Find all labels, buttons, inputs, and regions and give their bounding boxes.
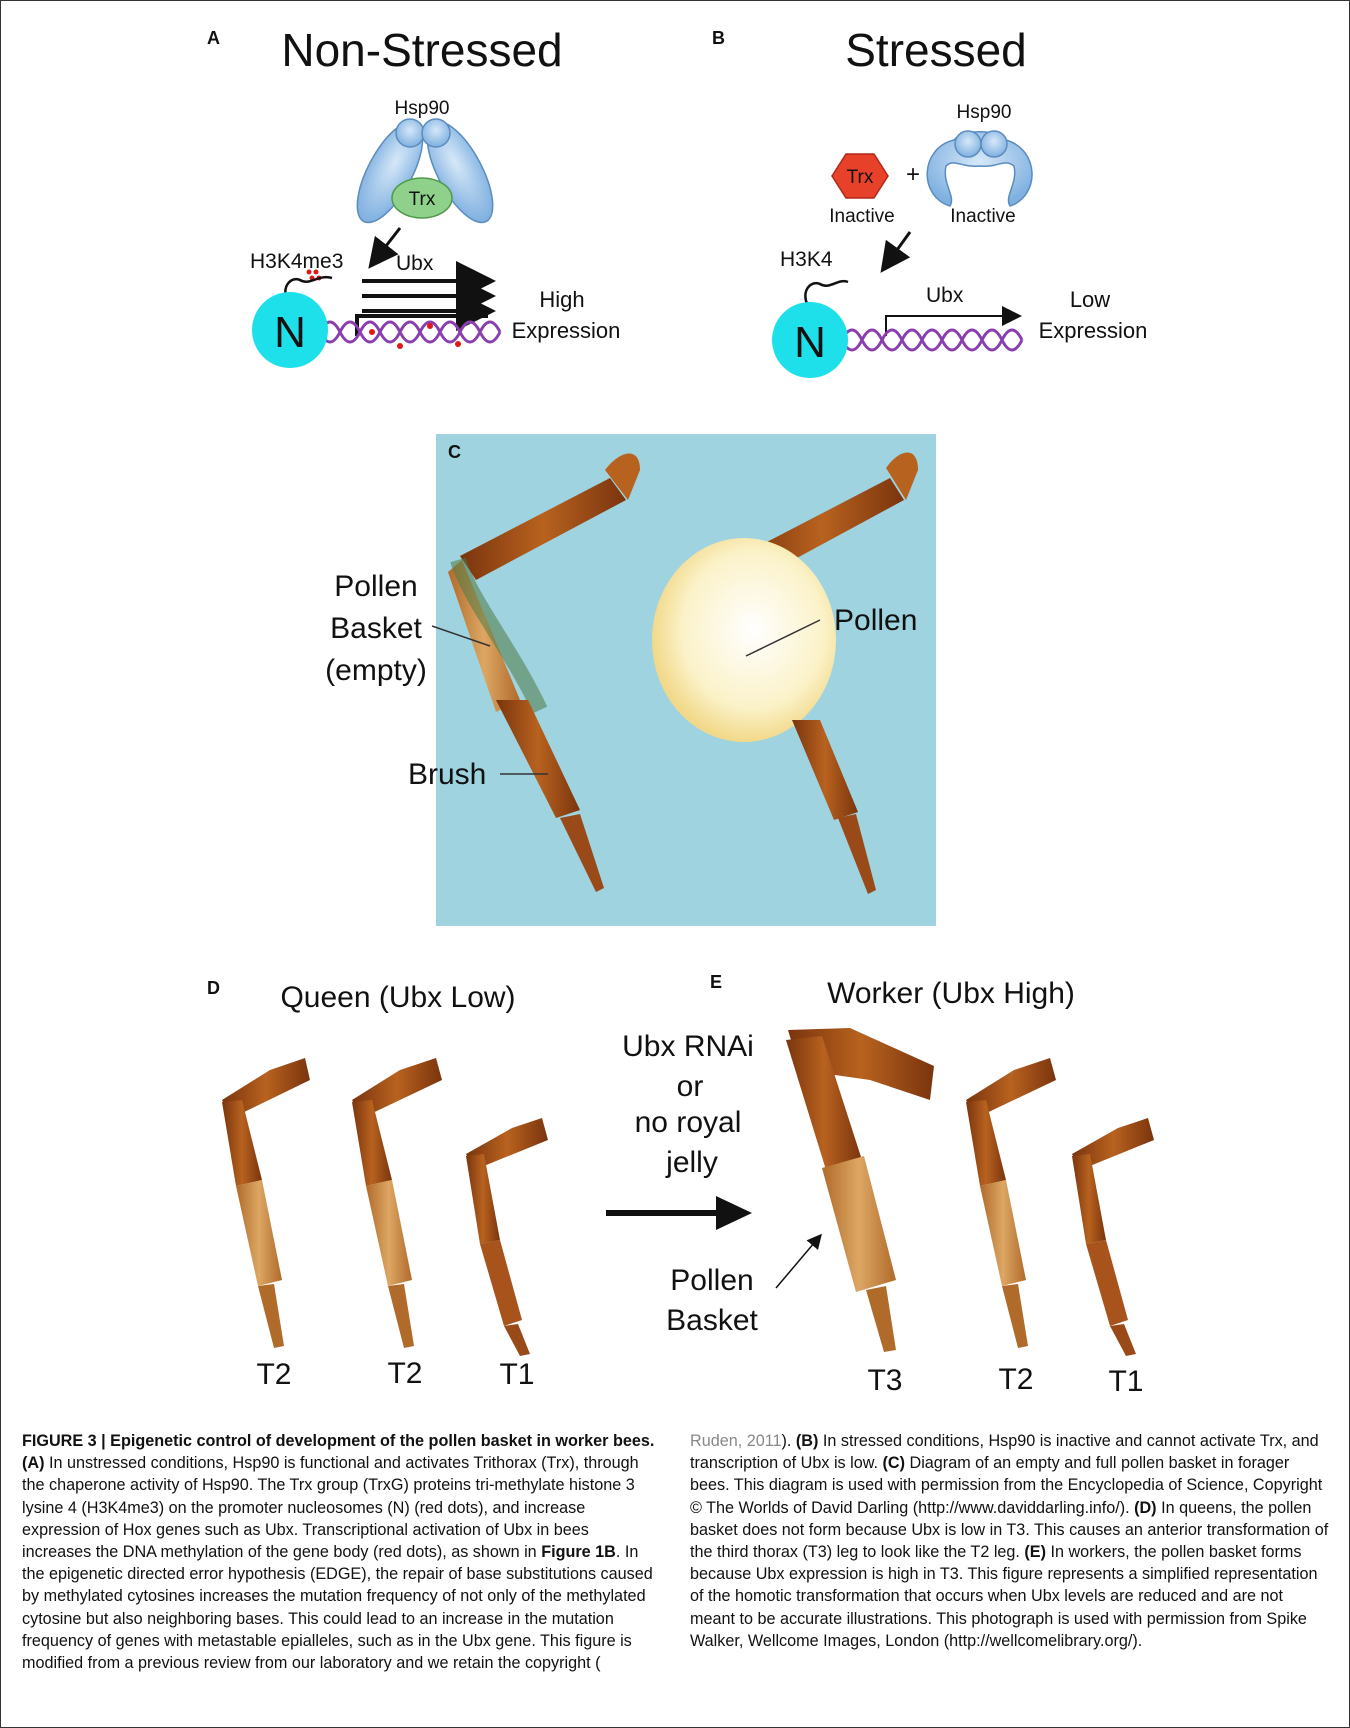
caption-c-label: (C) <box>883 1454 905 1472</box>
panel-b-expr-line1: Low <box>1070 287 1110 312</box>
basket-label-line1: Pollen <box>334 570 417 603</box>
panel-a-expr-line1: High <box>539 287 584 312</box>
panel-a-expr-line2: Expression <box>512 318 621 343</box>
queen-leg-1 <box>222 1058 310 1348</box>
caption-left-column: FIGURE 3 | Epigenetic control of develop… <box>22 1430 662 1674</box>
panel-b: B Stressed Hsp90 Trx + Inactive Inactive… <box>712 24 1147 378</box>
worker-leg-t1 <box>1072 1118 1154 1356</box>
citation-link[interactable]: Ruden, 2011 <box>690 1432 782 1450</box>
panel-b-mark-label: H3K4 <box>780 248 833 271</box>
caption-e-label: (E) <box>1024 1543 1046 1561</box>
panel-b-gene-label: Ubx <box>926 284 964 307</box>
trx-inactive-caption: Inactive <box>829 206 894 227</box>
panel-d-title: Queen (Ubx Low) <box>280 981 515 1014</box>
treatment-arrow: Ubx RNAi or no royal jelly <box>606 1030 754 1230</box>
figure-1b-link[interactable]: Figure 1B <box>541 1543 616 1561</box>
treatment-line1: Ubx RNAi <box>622 1030 754 1063</box>
treatment-line3: no royal <box>635 1106 742 1139</box>
panel-c: C Pollen Basket (empty) Brush Pollen <box>325 434 936 926</box>
trx-inactive-label: Trx <box>847 167 874 188</box>
trx-active-label: Trx <box>409 189 436 210</box>
queen-leg-3 <box>466 1118 548 1356</box>
caption-a-text3: ). <box>782 1432 796 1450</box>
panel-b-hsp90-label: Hsp90 <box>957 102 1012 123</box>
pollen-load <box>652 538 836 742</box>
caption-heading: FIGURE 3 | Epigenetic control of develop… <box>22 1432 654 1450</box>
queen-leg-2-label: T2 <box>387 1357 422 1390</box>
caption-a-text2: . In the epigenetic directed error hypot… <box>22 1543 653 1672</box>
queen-leg-1-label: T2 <box>256 1358 291 1391</box>
worker-leg-t3 <box>786 1028 934 1352</box>
worker-leg-t2 <box>966 1058 1056 1348</box>
caption-a-label: (A) <box>22 1454 44 1472</box>
panel-e-letter: E <box>710 972 722 992</box>
nucleosome-a-label: N <box>274 308 306 357</box>
caption-b-label: (B) <box>796 1432 818 1450</box>
panel-c-letter: C <box>448 442 461 462</box>
caption-right-column: Ruden, 2011). (B) In stressed conditions… <box>690 1430 1330 1652</box>
panel-d: D Queen (Ubx Low) T2 T2 T1 <box>207 978 548 1391</box>
hsp90-inactive-caption: Inactive <box>950 206 1015 227</box>
panel-e-title: Worker (Ubx High) <box>827 977 1075 1010</box>
worker-basket-line1: Pollen <box>670 1264 753 1297</box>
panel-a-mark-label: H3K4me3 <box>250 250 343 273</box>
treatment-line4: jelly <box>665 1146 718 1179</box>
brush-label: Brush <box>408 758 486 791</box>
panel-a-gene-label: Ubx <box>396 252 434 275</box>
panel-a-hsp90-label: Hsp90 <box>395 98 450 119</box>
basket-label-line3: (empty) <box>325 654 427 687</box>
panel-a: A Non-Stressed Hsp90 Trx H3K4me3 Ubx N H… <box>207 24 620 368</box>
worker-basket-line2: Basket <box>666 1304 758 1337</box>
panel-b-letter: B <box>712 28 725 48</box>
treatment-line2: or <box>677 1070 704 1103</box>
worker-leg-t1-label: T1 <box>1108 1365 1143 1398</box>
worker-leg-t2-label: T2 <box>998 1363 1033 1396</box>
basket-label-line2: Basket <box>330 612 422 645</box>
panel-b-expr-line2: Expression <box>1039 318 1148 343</box>
panel-d-letter: D <box>207 978 220 998</box>
plus-sign: + <box>906 161 920 188</box>
figure-artwork: A Non-Stressed Hsp90 Trx H3K4me3 Ubx N H… <box>0 0 1350 1420</box>
worker-leg-t3-label: T3 <box>867 1364 902 1397</box>
worker-pollen-basket <box>822 1156 896 1292</box>
queen-leg-3-label: T1 <box>499 1358 534 1391</box>
nucleosome-b-label: N <box>794 318 826 367</box>
panel-a-letter: A <box>207 28 220 48</box>
queen-leg-2 <box>352 1058 442 1348</box>
panel-b-title: Stressed <box>845 24 1027 76</box>
pollen-label: Pollen <box>834 604 917 637</box>
panel-a-title: Non-Stressed <box>281 24 562 76</box>
caption-d-label: (D) <box>1134 1499 1156 1517</box>
